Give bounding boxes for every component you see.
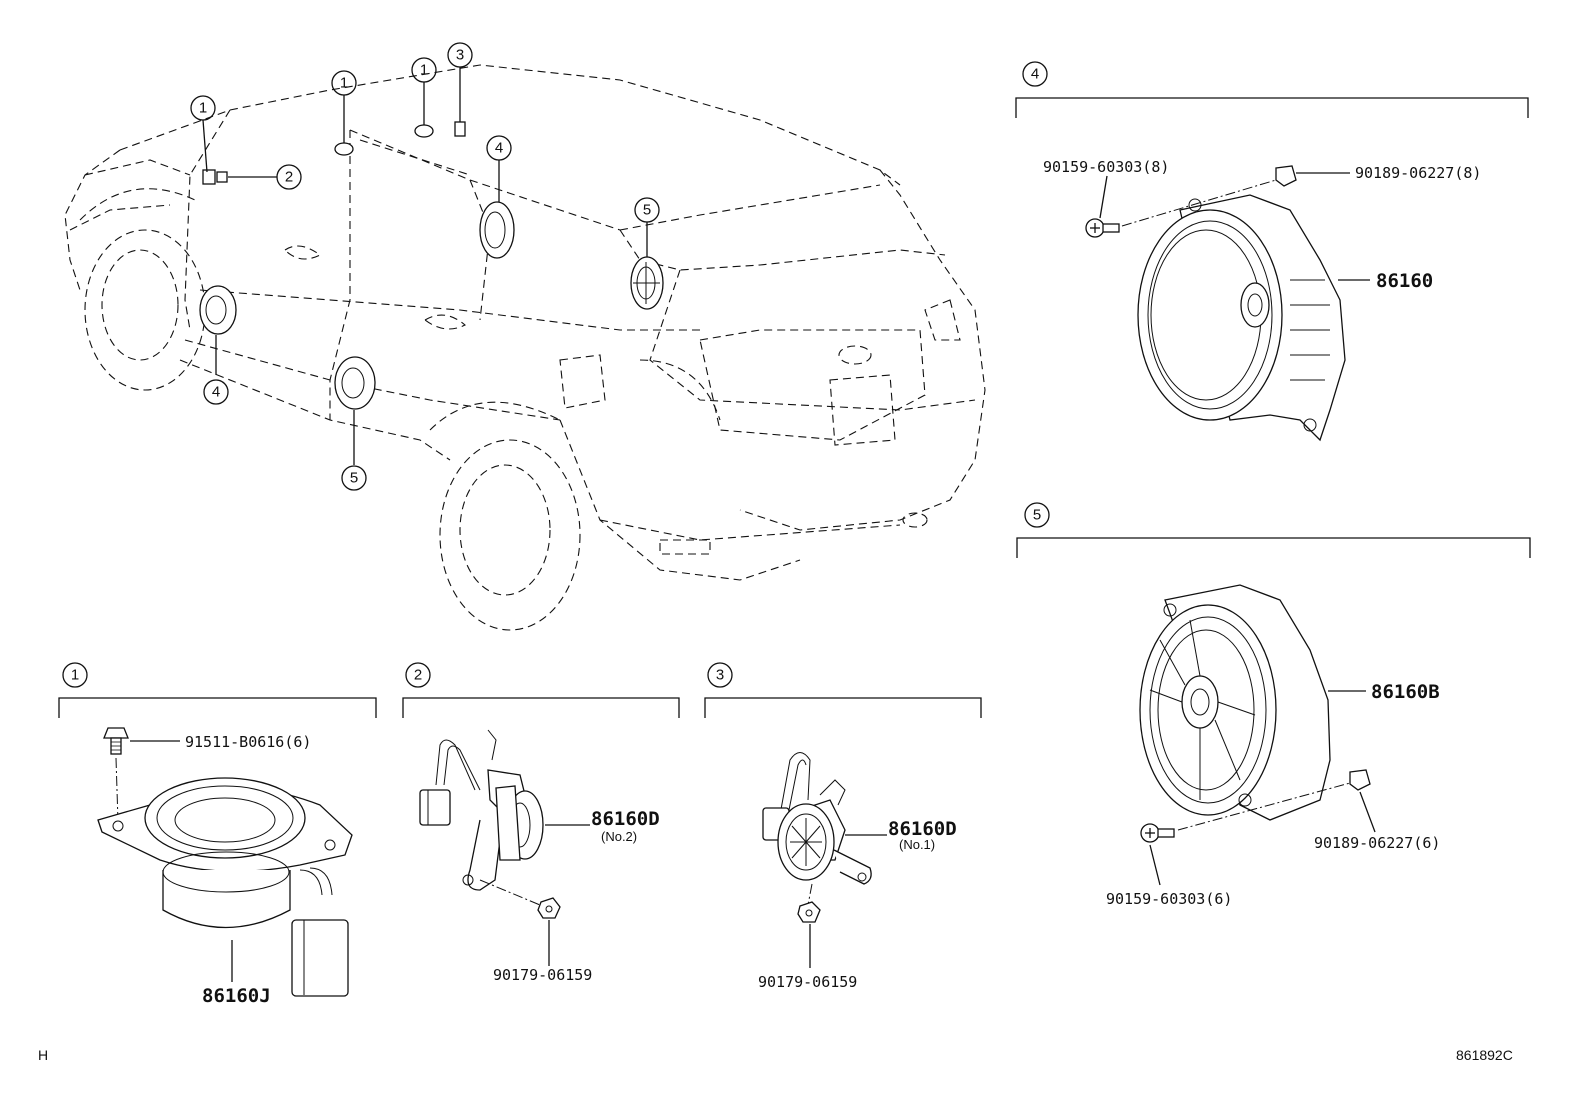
part-90159-60303-8: 90159-60303(8) [1043,158,1169,176]
footer-left-code: H [38,1047,48,1063]
vehicle-callout-3: 3 [447,42,473,68]
roof-speaker-icons [202,121,466,185]
svg-text:5: 5 [643,202,651,219]
section-4: 4 90159- [1015,61,1529,442]
speaker-86160B-drawing [1139,584,1331,821]
tweeter-no2-drawing [419,729,544,891]
speaker-86160J-drawing [97,777,353,997]
svg-text:2: 2 [285,169,293,186]
speaker-86160-drawing [1137,194,1346,442]
back-door-speaker-icon [630,256,664,310]
section-5-id: 5 [1033,507,1041,524]
vehicle-callout-4b: 4 [203,379,229,405]
vehicle-callout-4a: 4 [486,135,512,161]
vehicle-callout-1b: 1 [331,70,357,96]
part-90179-06159-s3: 90179-06159 [758,973,857,991]
part-90189-06227-6: 90189-06227(6) [1314,834,1440,852]
svg-text:3: 3 [456,47,464,64]
vehicle-callout-2: 2 [276,164,302,190]
vehicle-callout-5b: 5 [341,465,367,491]
screw-icon [1085,218,1120,238]
section-2: 2 86160D (No.2) 90179-06159 [402,662,680,984]
part-86160D-no1: 86160D [888,818,957,840]
part-90179-06159-s2: 90179-06159 [493,966,592,984]
section-3: 3 86160D (No.1) 90179-06159 [704,662,982,991]
section-1: 1 91511-B0616(6) 86160J [58,662,377,1007]
section-5: 5 8616 [1016,502,1531,908]
front-door-speaker-icon [199,285,237,335]
part-91511-B0616-6: 91511-B0616(6) [185,733,311,751]
footer-drawing-number: 861892C [1456,1047,1513,1063]
screw-icon [1140,823,1175,843]
svg-text:1: 1 [420,62,428,79]
part-86160B: 86160B [1371,681,1440,703]
tweeter-no1-drawing [762,752,872,885]
part-86160D-no1-note: (No.1) [899,837,935,852]
bolt-icon [103,727,129,755]
vehicle-overview: 1 2 1 1 3 4 5 4 [64,42,986,631]
clip-nut-icon [1349,769,1371,791]
part-86160D-no2-note: (No.2) [601,829,637,844]
nut-icon [537,897,561,919]
svg-text:4: 4 [495,140,503,157]
section-2-id: 2 [414,667,422,684]
section-3-id: 3 [716,667,724,684]
nut-icon [797,901,821,923]
svg-text:1: 1 [340,75,348,92]
section-4-id: 4 [1031,66,1039,83]
part-86160J: 86160J [202,985,271,1007]
part-90159-60303-6: 90159-60303(6) [1106,890,1232,908]
part-90189-06227-8: 90189-06227(8) [1355,164,1481,182]
rear-door-speaker-icon [334,356,376,410]
vehicle-callout-1a: 1 [190,95,216,121]
quarter-speaker-icon [479,201,515,259]
svg-text:5: 5 [350,470,358,487]
svg-text:4: 4 [212,384,220,401]
vehicle-callout-1c: 1 [411,57,437,83]
section-1-id: 1 [71,667,79,684]
svg-text:1: 1 [199,100,207,117]
vehicle-callout-5a: 5 [634,197,660,223]
clip-nut-icon [1275,165,1297,187]
part-86160D-no2: 86160D [591,808,660,830]
part-86160: 86160 [1376,270,1433,292]
